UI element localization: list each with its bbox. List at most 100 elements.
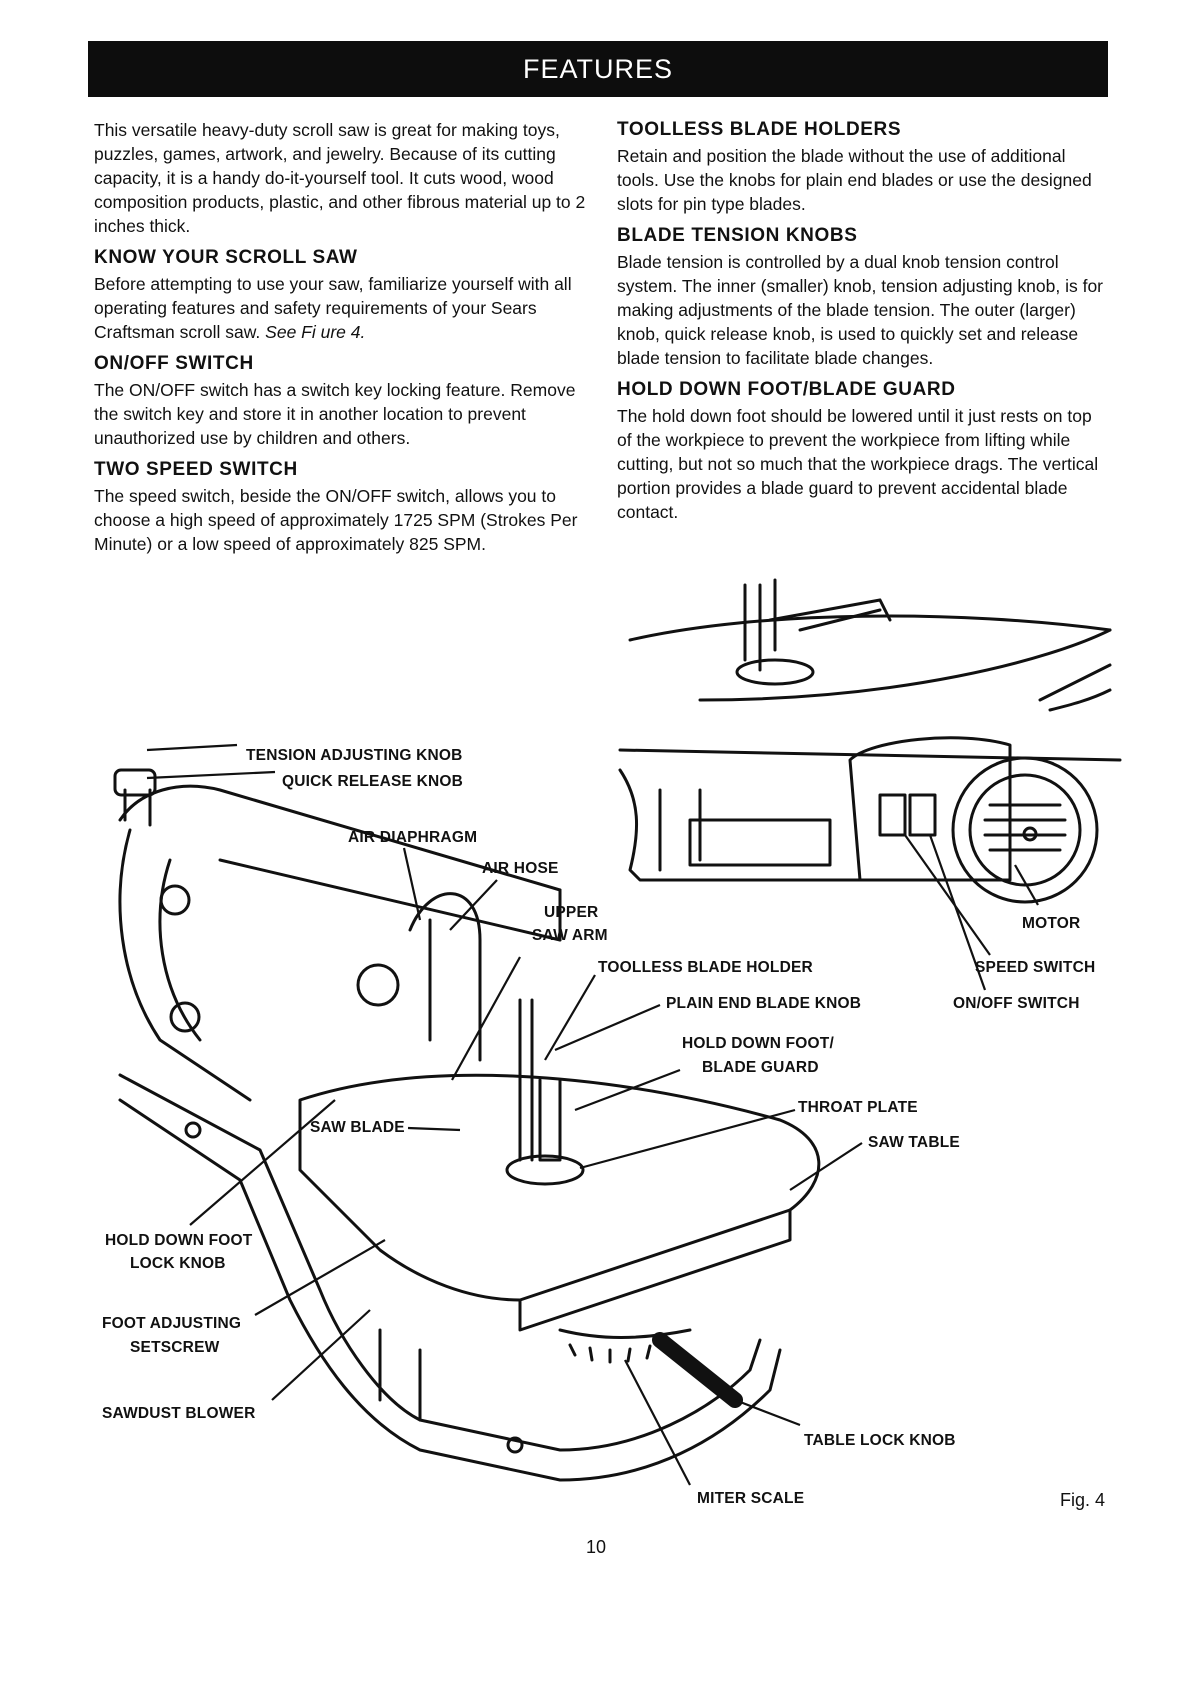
inset-table-edge — [628, 614, 1112, 642]
leader-saw-blade — [407, 1126, 461, 1132]
label-hold-down-foot-1: HOLD DOWN FOOT/ — [682, 1035, 834, 1052]
leader-sawdust-blower — [271, 1309, 371, 1401]
right-column: TOOLLESS BLADE HOLDERS Retain and positi… — [617, 118, 1107, 524]
leader-motor — [1014, 864, 1039, 906]
motor-housing — [848, 736, 1012, 882]
base-hole-front — [506, 1436, 524, 1454]
label-air-diaphragm: AIR DIAPHRAGM — [348, 829, 477, 846]
heading-hold-down-foot: HOLD DOWN FOOT/BLADE GUARD — [617, 379, 956, 400]
heading-two-speed-switch: TWO SPEED SWITCH — [94, 459, 298, 480]
leader-saw-table — [789, 1142, 863, 1191]
figure-reference: See Fi ure 4. — [265, 322, 366, 342]
inset-blade-holder — [768, 598, 892, 632]
heading-toolless-blade-holders: TOOLLESS BLADE HOLDERS — [617, 119, 902, 140]
label-on-off-switch: ON/OFF SWITCH — [953, 995, 1080, 1012]
base-hole-left — [184, 1121, 202, 1139]
label-hold-down-foot-2: BLADE GUARD — [702, 1059, 819, 1076]
label-tension-adjusting-knob: TENSION ADJUSTING KNOB — [246, 747, 463, 764]
rear-frame-inner — [158, 858, 202, 1042]
trunnion — [378, 1328, 422, 1422]
label-throat-plate: THROAT PLATE — [798, 1099, 918, 1116]
label-miter-scale: MITER SCALE — [697, 1490, 804, 1507]
inset-throat-plate — [735, 658, 815, 686]
miter-scale-arc — [558, 1328, 692, 1339]
label-toolless-blade-holder: TOOLLESS BLADE HOLDER — [598, 959, 813, 976]
leader-air-diaphragm — [402, 847, 422, 921]
label-hold-down-lock-1: HOLD DOWN FOOT — [105, 1232, 253, 1249]
motor-base-outline — [618, 768, 932, 882]
saw-base — [118, 1073, 762, 1452]
label-air-hose: AIR HOSE — [482, 860, 559, 877]
paragraph-blade-tension-knobs: Blade tension is controlled by a dual kn… — [617, 252, 1104, 368]
leader-table-lock-knob — [734, 1398, 801, 1427]
leader-miter-scale — [624, 1359, 691, 1486]
inset-table-side — [1038, 663, 1112, 702]
leader-tension-adjusting — [146, 743, 238, 752]
label-saw-blade: SAW BLADE — [310, 1119, 405, 1136]
label-upper: UPPER — [544, 904, 598, 921]
tension-knob — [113, 768, 157, 797]
motor-top-line — [618, 748, 1122, 762]
label-speed-switch: SPEED SWITCH — [975, 959, 1095, 976]
rear-knob — [169, 1001, 201, 1033]
rear-frame — [118, 828, 252, 1102]
paragraph-toolless-blade-holders: Retain and position the blade without th… — [617, 146, 1092, 214]
leader-plain-end-blade-knob — [554, 1003, 661, 1052]
paragraph-two-speed-switch: The speed switch, beside the ON/OFF swit… — [94, 486, 578, 554]
saw-table-edge — [518, 1208, 792, 1332]
motor-grille — [968, 773, 1082, 887]
label-plain-end-blade-knob: PLAIN END BLADE KNOB — [666, 995, 861, 1012]
motor-plate — [688, 818, 832, 867]
upper-saw-arm — [118, 784, 562, 942]
paragraph-on-off-switch: The ON/OFF switch has a switch key locki… — [94, 380, 576, 448]
label-hold-down-lock-2: LOCK KNOB — [130, 1255, 226, 1272]
leader-lines — [146, 743, 1039, 1486]
leader-hold-down-foot — [574, 1068, 681, 1112]
motor-legs — [658, 788, 702, 872]
label-foot-adjusting-2: SETSCREW — [130, 1339, 220, 1356]
speed-switch-box — [878, 793, 907, 837]
intro-paragraph: This versatile heavy-duty scroll saw is … — [94, 120, 586, 236]
heading-blade-tension-knobs: BLADE TENSION KNOBS — [617, 225, 858, 246]
features-banner: FEATURES — [88, 41, 1108, 97]
banner-title: FEATURES — [522, 53, 673, 84]
saw-base-lower — [118, 1098, 782, 1482]
leader-speed-switch — [904, 834, 991, 956]
table-lock-knob — [652, 1332, 743, 1408]
hold-down-foot — [538, 1078, 562, 1162]
inset-table-front — [698, 628, 1112, 702]
throat-plate — [505, 1154, 585, 1186]
leader-air-hose — [449, 879, 498, 931]
paragraph-know-your-scroll-saw: Before attempting to use your saw, famil… — [94, 272, 592, 344]
heading-know-your-scroll-saw: KNOW YOUR SCROLL SAW — [94, 247, 358, 268]
motor-screw — [1022, 826, 1038, 842]
label-table-lock-knob: TABLE LOCK KNOB — [804, 1432, 956, 1449]
saw-blade-line — [518, 998, 534, 1162]
motor-grille-slots — [983, 803, 1067, 852]
figure-number: Fig. 4 — [1060, 1490, 1106, 1510]
page-number: 10 — [586, 1537, 607, 1557]
left-column: This versatile heavy-duty scroll saw is … — [94, 118, 592, 556]
heading-on-off-switch: ON/OFF SWITCH — [94, 353, 254, 374]
miter-scale-ticks — [568, 1343, 652, 1364]
scroll-saw-diagram: TENSION ADJUSTING KNOB QUICK RELEASE KNO… — [102, 578, 1122, 1507]
saw-drawing — [113, 578, 1122, 1482]
pivot-bolt — [159, 884, 191, 916]
motor-end-cap — [951, 756, 1099, 904]
inset-blade — [743, 578, 777, 672]
leader-on-off-switch — [928, 834, 987, 991]
leader-upper-saw-arm — [451, 956, 521, 1081]
inset-table-side-2 — [1048, 688, 1112, 712]
label-motor: MOTOR — [1022, 915, 1080, 932]
on-off-switch-box — [908, 793, 937, 837]
leader-toolless-blade-holder — [544, 974, 596, 1061]
leader-throat-plate — [579, 1108, 796, 1170]
leader-foot-adjusting — [254, 1239, 386, 1316]
leader-hold-down-lock — [189, 1099, 336, 1226]
label-saw-table: SAW TABLE — [868, 1134, 960, 1151]
blade-holder-knob — [356, 963, 400, 1007]
label-saw-arm: SAW ARM — [532, 927, 608, 944]
know-your-saw-body: Before attempting to use your saw, famil… — [94, 274, 572, 342]
label-quick-release-knob: QUICK RELEASE KNOB — [282, 773, 463, 790]
paragraph-hold-down-foot: The hold down foot should be lowered unt… — [617, 406, 1099, 522]
